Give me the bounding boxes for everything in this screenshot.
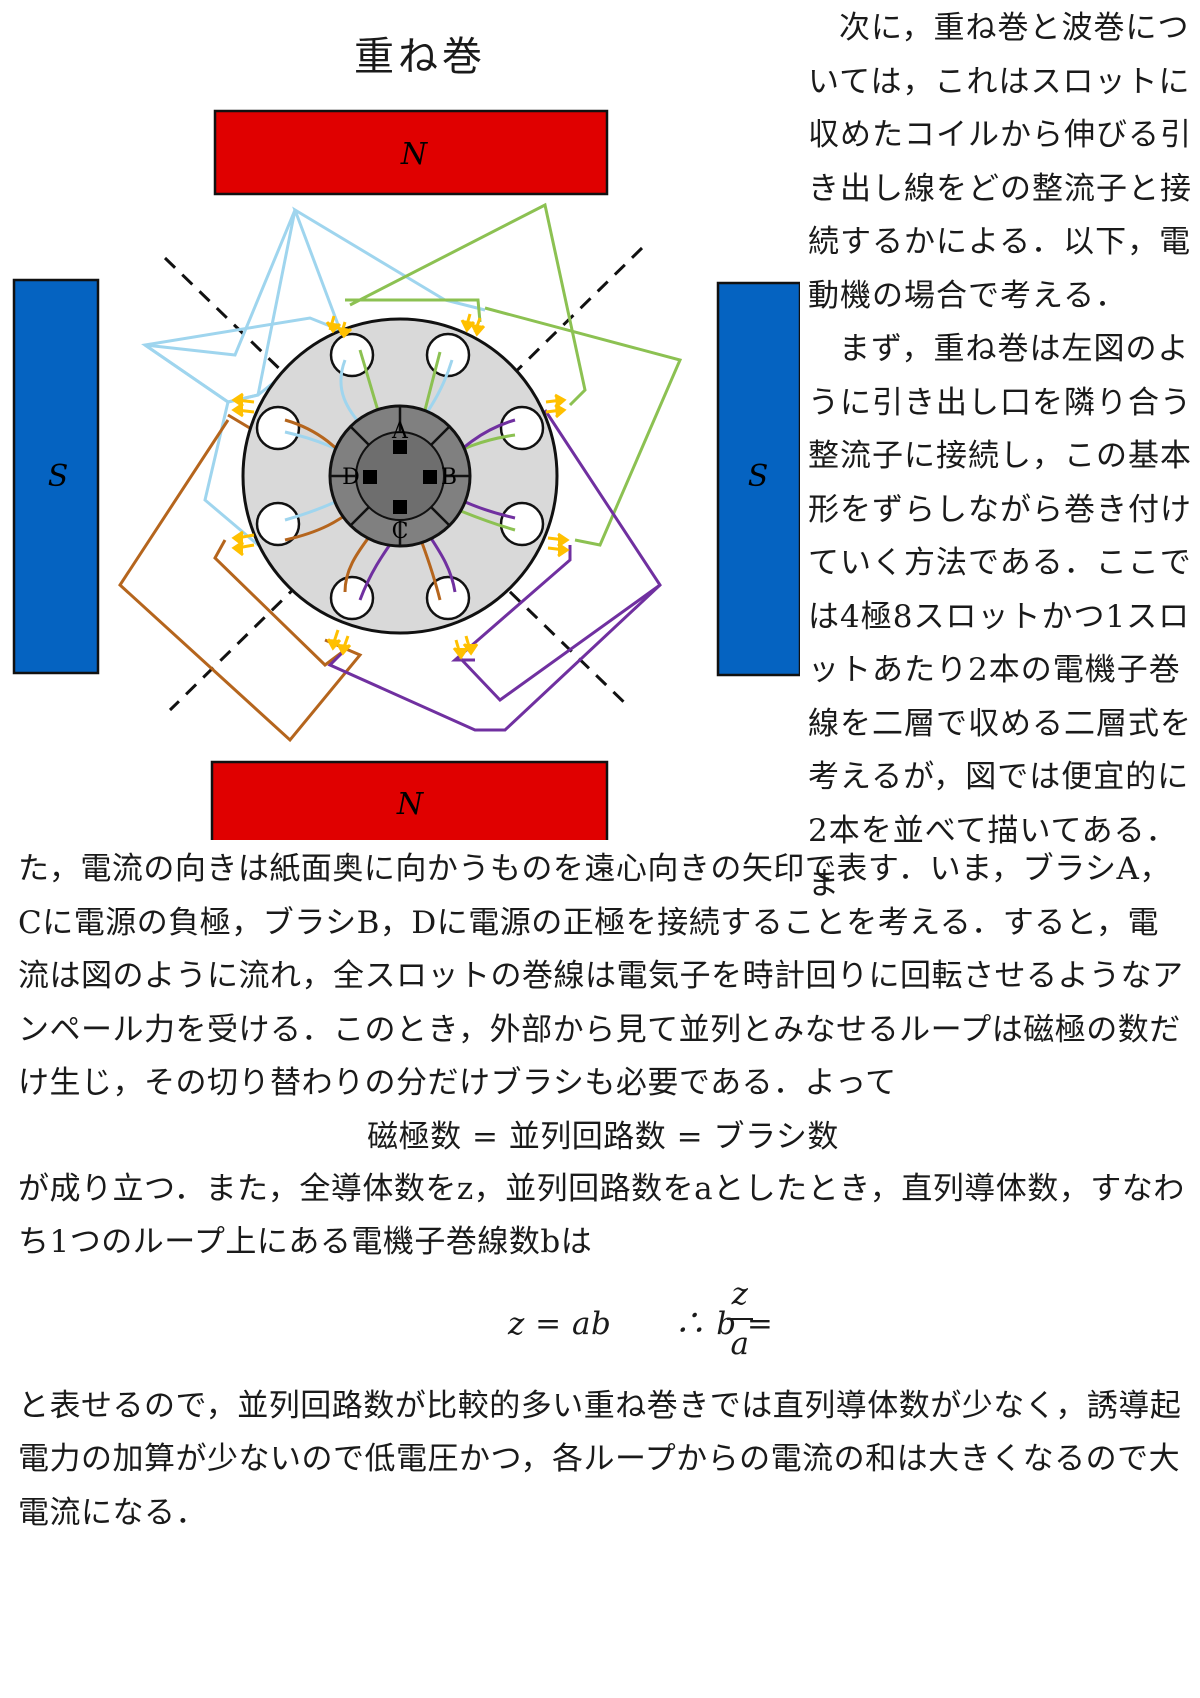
south-label-right: S [748,459,769,494]
coil-loop-brown [213,539,346,667]
south-pole-right [716,281,800,677]
coil-loop-brown [118,419,363,743]
current-arrow [547,542,570,558]
current-arrow [231,402,255,418]
current-arrow [325,315,342,334]
side-paragraph-1: 次に，重ね巻と波巻については，これはスロットに収めたコイルから伸びる引き出し線を… [808,10,1192,314]
main-paragraph-1: た，電流の向きは紙面奥に向かうものを遠心向きの矢印で表す．いま，ブラシA，Cに電… [18,851,1184,1101]
current-arrow [231,540,255,557]
slot [329,332,375,378]
coil-loop-purple [458,583,661,702]
north-label-top: N [400,137,429,172]
current-arrow [326,629,342,651]
brush-label-a: A [391,419,409,444]
equation-poles: 磁極数 = 並列回路数 = ブラシ数 [367,1118,839,1155]
figure-title: 重ね巻 [354,34,486,80]
fraction-bar [727,1317,753,1320]
main-paragraph-2: が成り立つ．また，全導体数をz，並列回路数をaとしたとき，直列導体数，すなわち1… [18,1170,1185,1261]
equation-lhs: z = ab ∴ b = [508,1305,774,1342]
coil-loop-green [484,306,683,547]
commutator-segment-divider [430,425,451,446]
current-arrow [231,392,255,408]
brush-a [393,440,407,454]
slot [329,575,375,621]
north-pole-top [213,109,609,196]
side-text-column: 次に，重ね巻と波巻については，これはスロットに収めたコイルから伸びる引き出し線を… [808,2,1193,912]
brush-label-c: C [392,519,409,544]
coil-loop-purple [450,545,572,662]
current-arrow [336,635,352,656]
coil-loop-light-blue [144,209,297,404]
north-label-bottom: N [396,787,425,822]
coil-loop-green [345,298,482,323]
current-arrow [545,393,567,409]
commutator-segment-divider [430,506,451,527]
commutator-segment-divider [349,506,370,527]
current-arrow [336,321,353,339]
slot [255,405,301,451]
brush-label-b: B [441,465,457,490]
slot [499,501,545,547]
slot [255,501,301,547]
coil-loop-purple [327,409,662,732]
fraction-denominator: a [730,1325,750,1362]
side-paragraph-2: まず，重ね巻は左図のように引き出し口を隣り合う整流子に接続し，この基本形をずらし… [808,331,1192,902]
brush-d [363,470,377,484]
main-text-block: た，電流の向きは紙面奥に向かうものを遠心向きの矢印で表す．いま，ブラシA，Cに電… [18,843,1188,1540]
equation-conductors: z = ab ∴ b = z a [18,1270,1188,1380]
fraction-numerator: z [731,1275,749,1312]
lap-winding-diagram: N N S S [12,109,800,840]
north-pole-bottom [210,760,609,840]
brush-label-d: D [342,465,360,490]
coil-loop-green [349,202,587,407]
current-arrow [470,317,486,337]
slot [425,575,471,621]
current-arrow [547,532,570,548]
south-pole-left [12,278,100,675]
commutator-segment-divider [349,425,370,446]
current-arrow [452,639,469,660]
brush-c [393,500,407,514]
current-arrow [462,635,479,656]
main-paragraph-3: と表せるので，並列回路数が比較的多い重ね巻きでは直列導体数が少なく，誘導起電力の… [18,1387,1182,1531]
slot [499,405,545,451]
south-label-left: S [48,459,69,494]
equation-fraction: z a [725,1270,755,1368]
brush-b [423,470,437,484]
current-arrow [545,403,567,419]
winding-figure: 重ね巻 N N S S [0,0,800,840]
